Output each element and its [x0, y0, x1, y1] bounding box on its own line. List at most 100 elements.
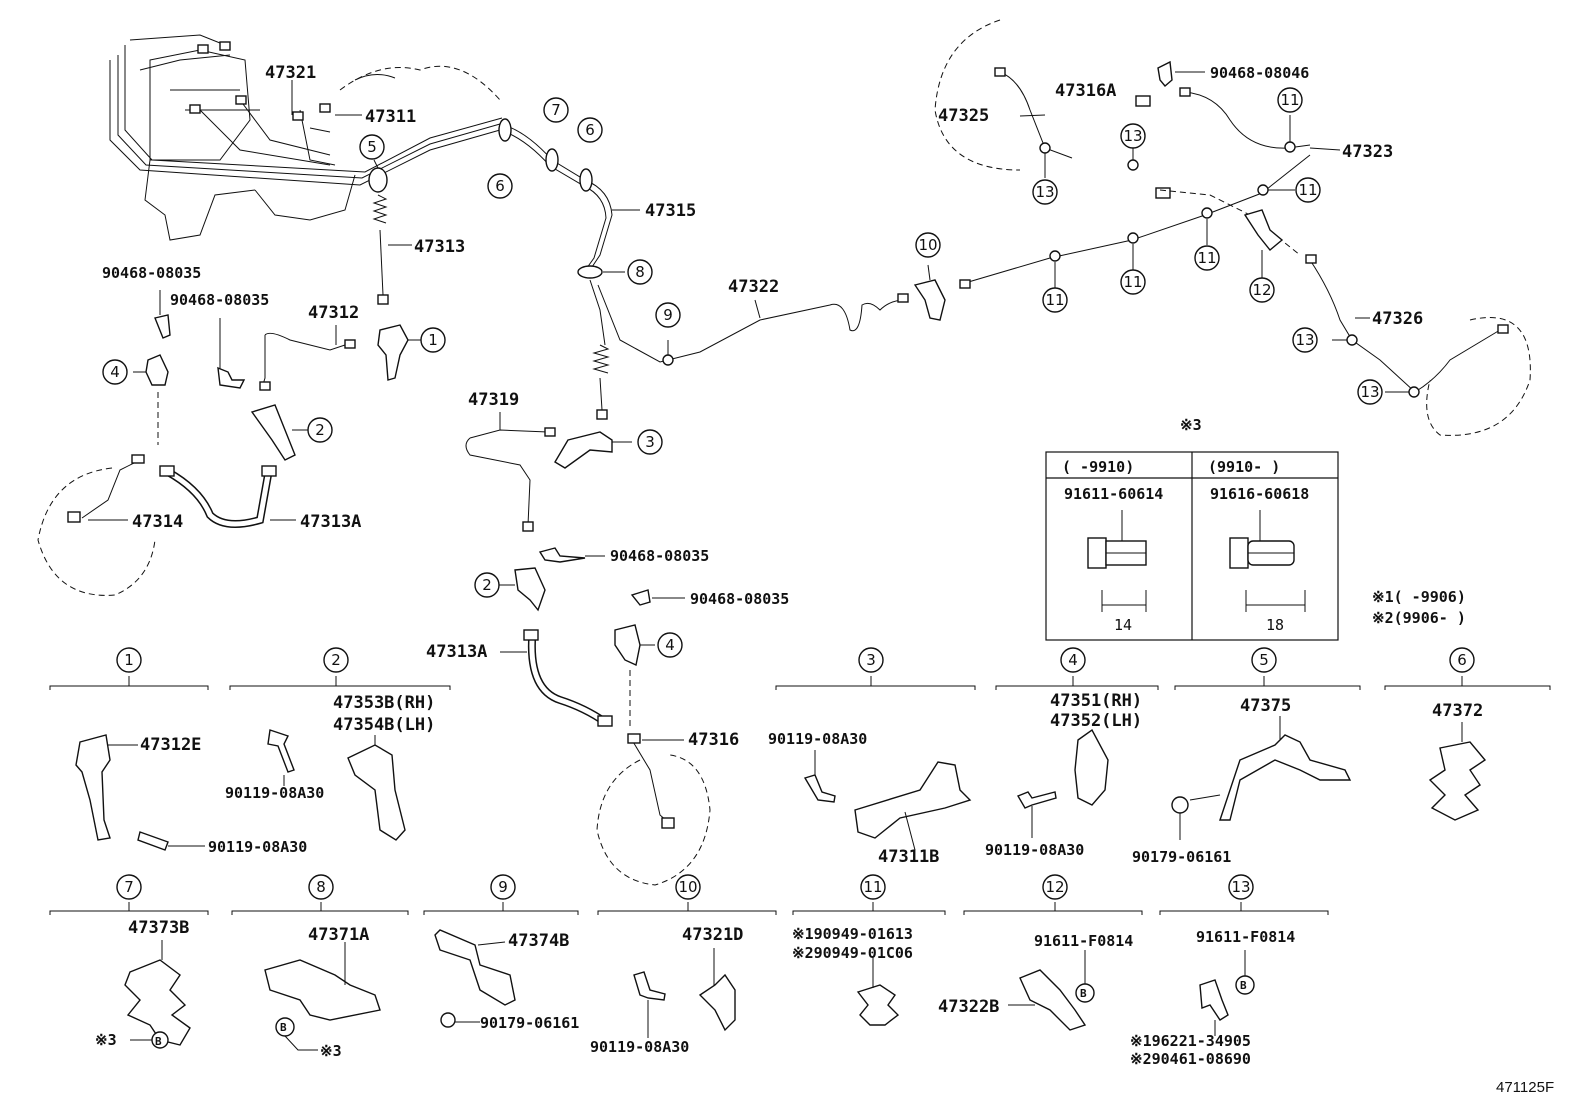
- d3-part-1: 47311B: [878, 847, 939, 867]
- brake-outline: [934, 19, 1021, 171]
- d13-part-3: ※290461-08690: [1130, 1050, 1251, 1068]
- d6-part-0: 47372: [1432, 701, 1483, 721]
- detail-4-bracket: [1074, 728, 1109, 806]
- d2-part-0: 47353B(RH): [333, 693, 435, 713]
- d13-part-1: B: [1240, 979, 1247, 992]
- callout-11: 11: [1277, 87, 1303, 113]
- callout-circle: [1194, 245, 1220, 271]
- brake-outline: [37, 467, 156, 596]
- fitting: [319, 103, 331, 113]
- callout-5: 5: [1251, 647, 1277, 673]
- flex-hose-47313A: [159, 465, 277, 528]
- d5-part-1: 90179-06161: [1132, 848, 1231, 866]
- callout-circle: [637, 429, 663, 455]
- callout-3: 3: [637, 429, 663, 455]
- callout-number: 13: [1231, 878, 1250, 896]
- callout-11: 11: [1042, 287, 1068, 313]
- bolt-icon: [137, 831, 169, 851]
- callout-circle: [858, 647, 884, 673]
- callout-circle: [116, 647, 142, 673]
- callout-11: 11: [1194, 245, 1220, 271]
- label-47312: 47312: [308, 303, 359, 323]
- callout-circle: [860, 874, 886, 900]
- callout-circle: [487, 173, 513, 199]
- callout-circle: [308, 874, 334, 900]
- callout-circle: [1120, 269, 1146, 295]
- callout-number: 13: [1360, 383, 1379, 401]
- callout-4: 4: [657, 632, 683, 658]
- callout-circle: [307, 417, 333, 443]
- label-90468-08046: 90468-08046: [1210, 64, 1309, 82]
- callout-number: 2: [331, 651, 341, 669]
- clip: [630, 589, 651, 606]
- callout-circle: [102, 359, 128, 385]
- clip-7: [545, 148, 559, 172]
- callout-number: 5: [1259, 651, 1269, 669]
- callout-8: 8: [308, 874, 334, 900]
- callout-number: 9: [498, 878, 508, 896]
- label-47315: 47315: [645, 201, 696, 221]
- callout-circle: [1060, 647, 1086, 673]
- callout-6: 6: [577, 117, 603, 143]
- clamp-11: [1201, 207, 1213, 219]
- detail-6-clamp: [1428, 741, 1487, 821]
- detail-3-bracket: [854, 761, 972, 839]
- callout-number: 3: [645, 433, 655, 451]
- d1-part-0: 47312E: [140, 735, 201, 755]
- bracket-10: [913, 279, 946, 321]
- d7-part-1: ※3: [95, 1031, 117, 1049]
- clip-6: [498, 118, 512, 142]
- label-47316A: 47316A: [1055, 81, 1116, 101]
- table-col2-dim: 18: [1266, 616, 1284, 634]
- bracket-4b: [614, 624, 641, 667]
- callout-6: 6: [487, 173, 513, 199]
- callout-13: 13: [1357, 379, 1383, 405]
- clamp-11: [1049, 250, 1061, 262]
- label-47322: 47322: [728, 277, 779, 297]
- label-90468-08035-c: 90468-08035: [610, 547, 709, 565]
- label-47325: 47325: [938, 106, 989, 126]
- callout-number: 1: [124, 651, 134, 669]
- callout-2: 2: [307, 417, 333, 443]
- callout-number: 7: [551, 101, 561, 119]
- callout-circle: [1042, 287, 1068, 313]
- d3-part-0: 90119-08A30: [768, 730, 867, 748]
- callout-circle: [116, 874, 142, 900]
- callout-number: 4: [1068, 651, 1078, 669]
- callout-4: 4: [102, 359, 128, 385]
- note-1: ※1( -9906): [1372, 588, 1466, 606]
- clip: [217, 366, 246, 389]
- fitting: [219, 41, 231, 51]
- table-col1-header: ( -9910): [1062, 458, 1134, 476]
- label-47314: 47314: [132, 512, 183, 532]
- callout-number: 6: [1457, 651, 1467, 669]
- d12-part-2: 47322B: [938, 997, 999, 1017]
- d11-part-1: ※290949-01C06: [792, 944, 913, 962]
- d4-part-1: 47352(LH): [1050, 711, 1142, 731]
- clip: [538, 547, 586, 563]
- clip-6b: [579, 168, 593, 192]
- d4-part-2: 90119-08A30: [985, 841, 1084, 859]
- label-47321: 47321: [265, 63, 316, 83]
- callout-circle: [1120, 123, 1146, 149]
- callout-circle: [627, 259, 653, 285]
- callout-number: 5: [367, 138, 377, 156]
- callout-number: 11: [1123, 273, 1142, 291]
- table-col2-part: 91616-60618: [1210, 485, 1309, 503]
- label-47323: 47323: [1342, 142, 1393, 162]
- clip: [154, 314, 171, 339]
- callout-6: 6: [1449, 647, 1475, 673]
- fitting: [197, 44, 209, 54]
- d8-part-0: 47371A: [308, 925, 369, 945]
- detail-12-clip: [1019, 969, 1087, 1031]
- callout-11: 11: [860, 874, 886, 900]
- d8-part-2: ※3: [320, 1042, 342, 1060]
- label-90468-08035-b: 90468-08035: [170, 291, 269, 309]
- callout-number: 12: [1045, 878, 1064, 896]
- callout-number: 13: [1123, 127, 1142, 145]
- callout-number: 6: [495, 177, 505, 195]
- clamp-11: [1127, 232, 1139, 244]
- flex-hose-47313A-mid: [523, 629, 613, 727]
